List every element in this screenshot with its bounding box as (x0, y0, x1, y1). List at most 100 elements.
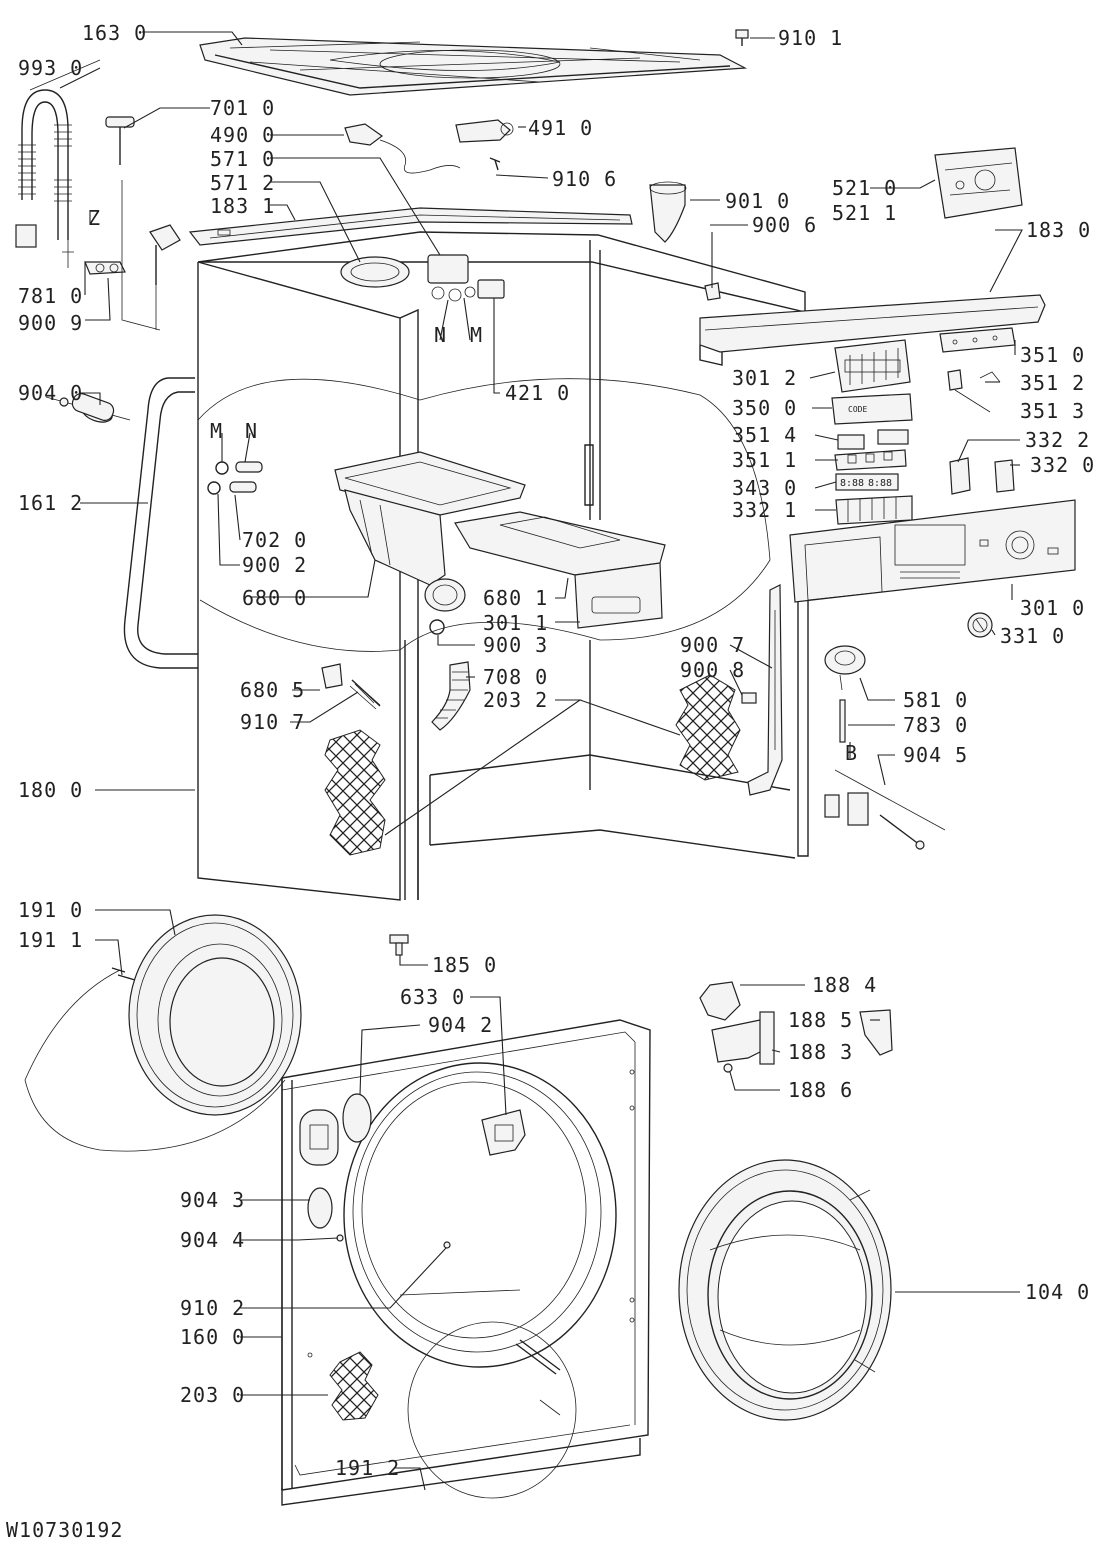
callout: 491 0 (528, 116, 593, 140)
callout: 161 2 (18, 491, 83, 515)
module-521 (934, 147, 1023, 219)
bolt-185 (389, 934, 409, 956)
screw-910-6 (489, 157, 501, 171)
display-left: 8:88 (840, 478, 864, 489)
callout: 180 0 (18, 778, 83, 802)
board-301-2 (834, 339, 911, 393)
callout: 900 3 (483, 633, 548, 657)
callout: 332 1 (732, 498, 797, 522)
callout: 910 7 (240, 710, 305, 734)
pcb-350: CODE (831, 393, 913, 425)
inlet-hose-connectors (207, 461, 263, 495)
callout: 993 0 (18, 56, 83, 80)
callout: 351 2 (1020, 371, 1085, 395)
callout: 901 0 (725, 189, 790, 213)
seal-ring (429, 619, 445, 635)
top-rail-183-1 (188, 207, 633, 246)
lock-parts (824, 769, 946, 850)
display-343: 8:88 8:88 (835, 473, 899, 491)
hose-assembly (15, 59, 101, 268)
callout: 521 1 (832, 201, 897, 225)
callout-labels: 163 0 910 1 993 0 701 0 490 0 491 0 571 … (6, 21, 1095, 1542)
callout: 301 1 (483, 611, 548, 635)
panel-rail (699, 294, 1046, 366)
door-gasket (24, 914, 302, 1152)
pcb-code: CODE (848, 405, 867, 414)
solenoid-valve (340, 254, 505, 302)
callout: 900 2 (242, 553, 307, 577)
callout: Z (88, 206, 101, 230)
detergent-drawer (454, 511, 666, 629)
callout: 571 0 (210, 147, 275, 171)
document-id: W10730192 (6, 1518, 123, 1542)
front-panel (281, 1019, 651, 1506)
callout: 332 2 (1025, 428, 1090, 452)
callout: 571 2 (210, 171, 275, 195)
callout: 351 0 (1020, 343, 1085, 367)
callout: 701 0 (210, 96, 275, 120)
callout: 183 1 (210, 194, 275, 218)
keys-332-1 (835, 495, 913, 525)
callout: 421 0 (505, 381, 570, 405)
callout: N (245, 419, 258, 443)
callout: 680 0 (242, 586, 307, 610)
pressure-tube (839, 699, 846, 743)
callout: 191 1 (18, 928, 83, 952)
insulation-203-2 (324, 674, 741, 856)
callout: M (470, 323, 483, 347)
hose-clip (84, 261, 126, 275)
callout: 332 0 (1030, 453, 1095, 477)
board-351-0 (939, 327, 1016, 353)
callout: 783 0 (903, 713, 968, 737)
display-right: 8:88 (868, 478, 892, 489)
harness-490 (344, 123, 461, 174)
callout: 904 4 (180, 1228, 245, 1252)
bellow-hose (431, 661, 471, 731)
callout: 904 2 (428, 1013, 493, 1037)
spring-parts (321, 663, 381, 710)
callout: 781 0 (18, 284, 83, 308)
callout: 351 4 (732, 423, 797, 447)
callout: 188 6 (788, 1078, 853, 1102)
callout: B (845, 741, 858, 765)
side-tube (123, 377, 198, 669)
callout: 708 0 (483, 665, 548, 689)
keys-332-0 (949, 457, 1015, 495)
callout: 191 0 (18, 898, 83, 922)
clip-900-6 (704, 282, 721, 301)
control-panel (789, 499, 1076, 603)
callout: 900 9 (18, 311, 83, 335)
level-cap (649, 181, 687, 243)
callout: 490 0 (210, 123, 275, 147)
callout: 351 3 (1020, 399, 1085, 423)
callout: 203 0 (180, 1383, 245, 1407)
callout: 301 0 (1020, 596, 1085, 620)
clamp-491 (455, 119, 514, 143)
drain-pin (105, 116, 161, 331)
callout: 900 8 (680, 658, 745, 682)
inlet-elbow (149, 224, 181, 330)
door-lock-parts (699, 981, 893, 1073)
callout: 331 0 (1000, 624, 1065, 648)
callout: 900 6 (752, 213, 817, 237)
callout: 910 6 (552, 167, 617, 191)
screw-910-1 (735, 29, 749, 46)
callout: 910 2 (180, 1296, 245, 1320)
callout: 163 0 (82, 21, 147, 45)
top-cover (199, 37, 748, 96)
callout: 188 3 (788, 1040, 853, 1064)
callout: 104 0 (1025, 1280, 1090, 1304)
knob (967, 612, 993, 638)
callout: 183 0 (1026, 218, 1091, 242)
callout: 904 0 (18, 381, 83, 405)
callout: 680 1 (483, 586, 548, 610)
callout: 633 0 (400, 985, 465, 1009)
filter-part (45, 393, 131, 423)
cabinet (197, 231, 809, 901)
callout: N (434, 323, 447, 347)
callout: M (210, 419, 223, 443)
connectors-351 (834, 429, 909, 471)
callout: 702 0 (242, 528, 307, 552)
callout: 910 1 (778, 26, 843, 50)
